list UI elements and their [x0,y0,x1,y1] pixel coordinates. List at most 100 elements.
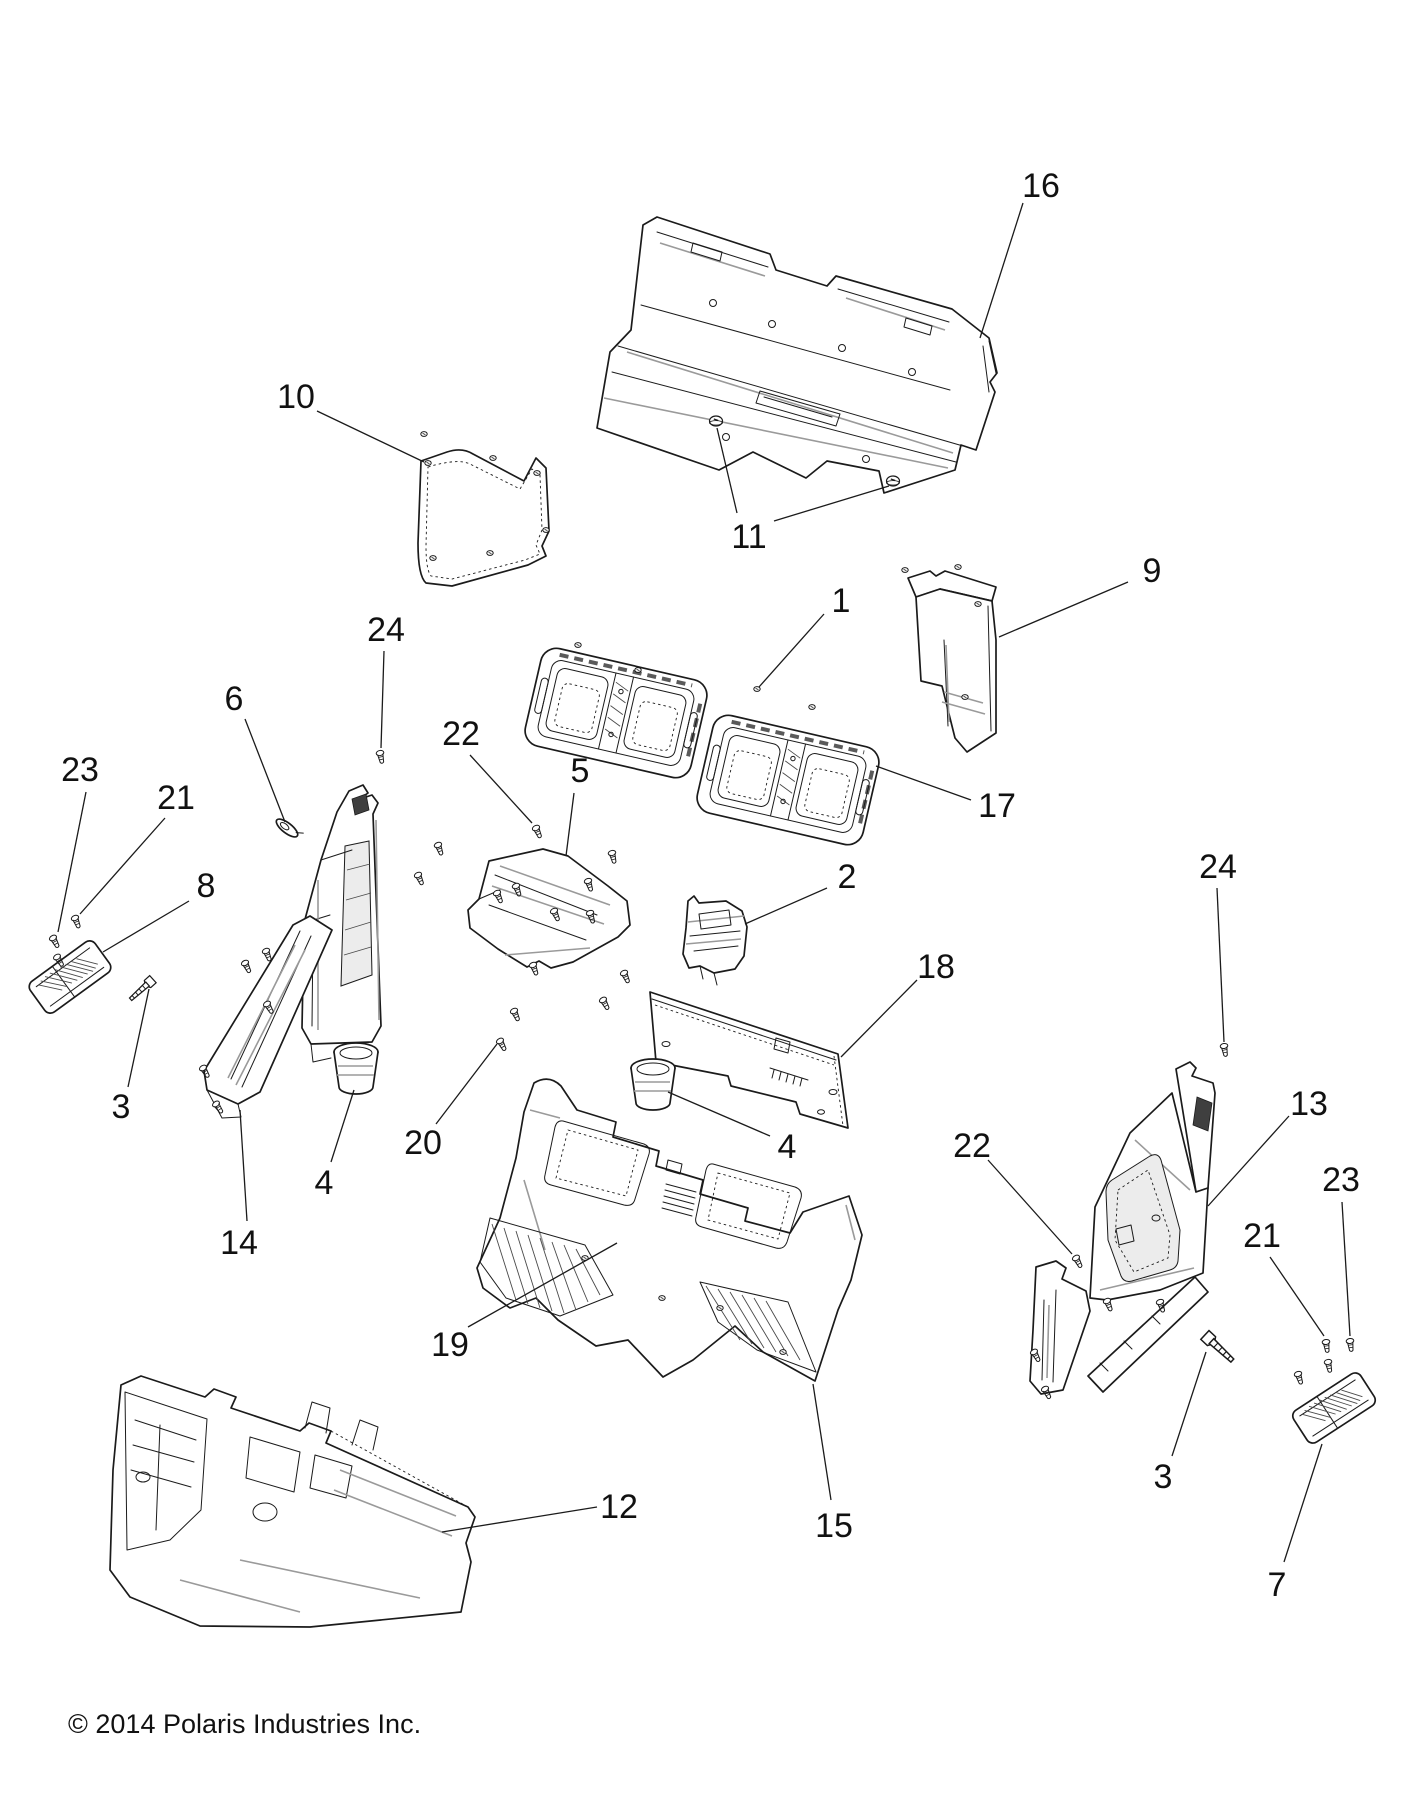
clip-icon [808,704,816,710]
callout-11-label: 11 [731,518,766,556]
callout-21-label: 21 [1243,1217,1281,1255]
callout-leader-10 [316,410,425,463]
clip-icon [574,642,582,648]
callout-leader-16 [979,202,1024,339]
screw-icon [495,1037,507,1051]
clip-icon [420,431,428,437]
screw-icon [1321,1338,1331,1353]
clip-icon [954,564,962,570]
screw-icon [48,934,60,948]
callout-leader-2 [744,887,828,925]
screw-icon [549,907,560,922]
clip-icon [753,686,761,692]
bolt-icon [128,974,157,1002]
callout-15-label: 15 [815,1507,853,1545]
clip-icon [961,694,969,700]
callout-leader-11 [773,485,890,522]
clip-icon [658,1295,666,1301]
callout-leader-1 [758,613,825,688]
callout-leader-24 [380,650,385,749]
screw-icon [607,849,617,864]
screw-icon [1219,1042,1229,1057]
callout-23-label: 23 [61,751,99,789]
clip-icon [779,1349,787,1355]
callout-4-label: 4 [315,1164,334,1202]
callout-leader-21 [79,817,166,915]
callout-20-label: 20 [404,1124,442,1162]
part-4-plug-right-drawing [630,1058,676,1111]
callout-leader-13 [1207,1115,1290,1207]
screw-icon [585,909,596,924]
part-6-clip-drawing [275,818,304,838]
callout-leader-3 [1171,1351,1207,1457]
part-16-rear-panel-drawing [596,216,998,494]
callout-10-label: 10 [277,378,315,416]
callout-5-label: 5 [571,752,590,790]
callout-leader-18 [840,979,918,1058]
part-17-tray-front-drawing [524,647,708,779]
clip-icon [489,455,497,461]
callout-14-label: 14 [220,1224,258,1262]
screw-icon [212,1100,224,1114]
part-13-right-side-panel-drawing [1029,1061,1216,1395]
callout-16-label: 16 [1022,167,1060,205]
part-8-step-pad-drawing [28,940,112,1014]
part-7-step-pad-drawing [1291,1372,1377,1444]
callout-9-label: 9 [1143,552,1162,590]
hardware-layer [48,415,1355,1400]
callout-7-label: 7 [1268,1566,1287,1604]
screw-icon [375,749,385,764]
callout-leader-9 [998,581,1129,638]
screw-icon [619,969,630,984]
part-12-floor-pan-drawing [109,1375,476,1628]
part-10-left-panel-drawing [417,449,550,587]
callout-leader-14 [239,1109,248,1222]
callout-24-label: 24 [1199,848,1237,886]
callout-23-label: 23 [1322,1161,1360,1199]
part-5-console-cover-drawing [467,848,631,969]
screw-icon [528,961,539,976]
copyright-text: © 2014 Polaris Industries Inc. [68,1709,421,1739]
clip-icon [542,527,550,533]
screw-icon [531,824,542,839]
screw-icon [240,959,252,974]
clip-icon [486,550,494,556]
part-4-plug-left-drawing [333,1042,379,1095]
clip-icon [634,667,642,673]
clip-icon [716,1305,724,1311]
callout-4-label: 4 [778,1128,797,1166]
screw-icon [511,882,522,897]
part-2-bracket-drawing [682,895,748,986]
callout-12-label: 12 [600,1488,638,1526]
screw-icon [262,1000,274,1014]
callout-24-label: 24 [367,611,405,649]
callout-1-label: 1 [832,582,851,620]
screw-icon [1155,1298,1166,1313]
bolt-icon [1199,1329,1235,1364]
part-18-closeoff-sheet-drawing [649,991,849,1129]
callout-leader-3 [127,988,150,1088]
screw-icon [433,841,444,856]
part-9-right-panel-drawing [907,570,997,753]
clip-icon [533,470,541,476]
callout-leader-5 [565,792,575,857]
part-17-tray-rear-drawing [696,714,880,846]
callout-leader-17 [875,765,972,801]
callout-17-label: 17 [978,787,1016,825]
callout-22-label: 22 [442,715,480,753]
callout-2-label: 2 [838,858,857,896]
callout-leader-19 [467,1242,618,1328]
screw-icon [413,871,424,886]
screw-icon [1071,1254,1083,1268]
callout-leader-23 [1341,1201,1351,1337]
clip-icon [429,555,437,561]
rivet-icon [708,415,724,427]
callout-leader-4 [330,1089,355,1163]
screw-icon [1029,1348,1041,1362]
callout-22-label: 22 [953,1127,991,1165]
callout-leader-11 [716,427,738,514]
screw-icon [1323,1358,1333,1373]
